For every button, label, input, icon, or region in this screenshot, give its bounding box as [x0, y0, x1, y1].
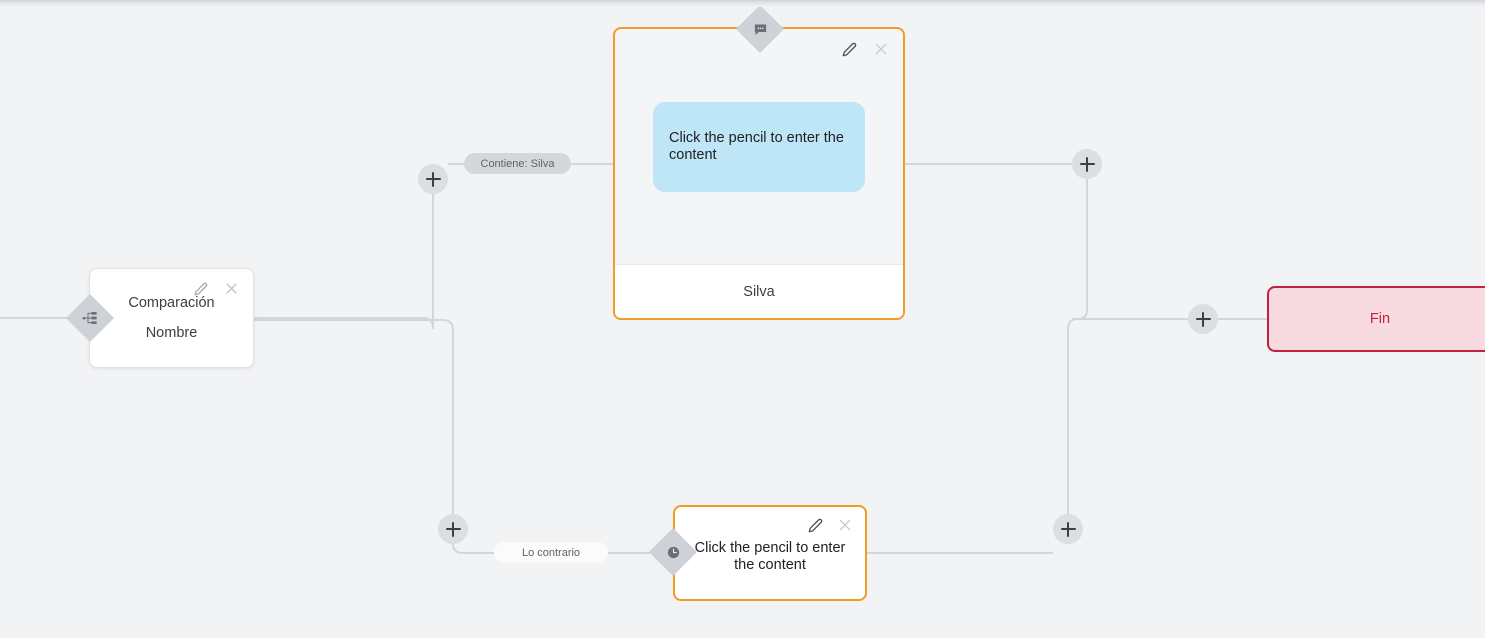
speech-bubble-icon	[751, 20, 769, 38]
pencil-icon[interactable]	[842, 42, 857, 57]
add-node-before-end[interactable]	[1188, 304, 1218, 334]
add-node-branch-true[interactable]	[418, 164, 448, 194]
node-message-top-diamond-handle[interactable]	[735, 4, 785, 54]
node-comparison-title: Comparación	[128, 295, 215, 311]
node-message-top-body: Click the pencil to enter the content	[615, 29, 903, 264]
close-icon[interactable]	[837, 517, 853, 533]
close-icon[interactable]	[224, 281, 239, 296]
node-comparison-tools	[194, 281, 239, 296]
node-message-bottom[interactable]: Click the pencil to enter the content	[673, 505, 867, 601]
node-message-bottom-tools	[808, 517, 853, 533]
node-message-top[interactable]: Click the pencil to enter the content Si…	[613, 27, 905, 320]
node-comparison-diamond-handle[interactable]	[65, 293, 115, 343]
node-end[interactable]: Fin	[1267, 286, 1485, 352]
pencil-icon[interactable]	[808, 518, 823, 533]
add-node-after-message-bottom[interactable]	[1053, 514, 1083, 544]
branch-hierarchy-icon	[81, 309, 99, 327]
node-message-top-tools	[842, 41, 889, 57]
pencil-icon[interactable]	[194, 282, 208, 296]
node-message-bottom-text: Click the pencil to enter the content	[694, 539, 846, 573]
node-message-top-bubble[interactable]: Click the pencil to enter the content	[653, 101, 865, 192]
edge-label-branch-true[interactable]: Contiene: Silva	[464, 153, 571, 174]
node-message-top-footer: Silva	[615, 264, 903, 318]
edge-label-branch-false[interactable]: Lo contrario	[494, 542, 608, 563]
add-node-after-message-top[interactable]	[1072, 149, 1102, 179]
clock-icon	[664, 543, 682, 561]
add-node-branch-false[interactable]	[438, 514, 468, 544]
node-comparison-subtitle: Nombre	[145, 325, 198, 341]
node-message-bottom-diamond-handle[interactable]	[648, 527, 698, 577]
close-icon[interactable]	[873, 41, 889, 57]
